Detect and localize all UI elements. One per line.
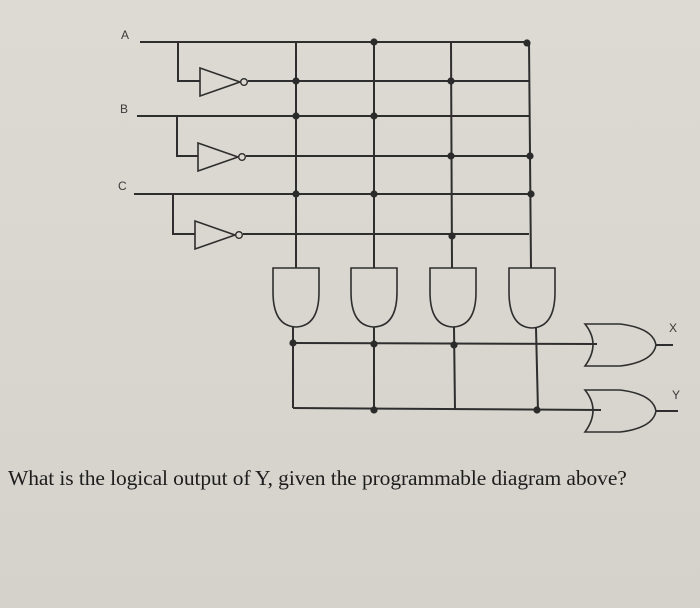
inverter-bubble-icon bbox=[239, 77, 248, 86]
inverter-feed-a bbox=[177, 42, 200, 82]
output-label-y: Y bbox=[672, 388, 681, 402]
inverter-bubble-icon bbox=[237, 152, 246, 161]
connection-dot-icon bbox=[533, 406, 541, 414]
and-gate-p1 bbox=[272, 267, 320, 328]
and-gate-p2 bbox=[350, 267, 398, 328]
connection-dot-icon bbox=[523, 39, 531, 47]
and-gate-p3 bbox=[429, 267, 477, 328]
and-plane-connections bbox=[292, 38, 535, 240]
or-gate-y bbox=[583, 389, 678, 433]
connection-dot-icon bbox=[289, 339, 297, 347]
pla-diagram bbox=[134, 38, 678, 433]
connection-dot-icon bbox=[292, 190, 300, 198]
inverter-a bbox=[199, 66, 248, 98]
connection-dot-icon bbox=[526, 152, 534, 160]
question-text: What is the logical output of Y, given t… bbox=[8, 466, 627, 490]
connection-dot-icon bbox=[370, 112, 378, 120]
connection-dot-icon bbox=[370, 340, 378, 348]
input-label-a: A bbox=[121, 28, 130, 42]
and-gate-p4 bbox=[508, 267, 556, 329]
output-label-x: X bbox=[669, 321, 678, 335]
inverter-feed-b bbox=[176, 116, 198, 157]
connection-dot-icon bbox=[292, 112, 300, 120]
inverter-c bbox=[194, 219, 243, 251]
connection-dot-icon bbox=[527, 190, 535, 198]
or-gate-x bbox=[583, 323, 673, 367]
connection-dot-icon bbox=[292, 77, 300, 85]
input-label-c: C bbox=[118, 179, 127, 193]
or-plane bbox=[289, 326, 602, 414]
inverter-bubble-icon bbox=[234, 230, 243, 239]
inverter-b bbox=[197, 141, 246, 173]
and-output-p3 bbox=[453, 326, 456, 411]
input-label-b: B bbox=[120, 102, 129, 116]
or-bus-y bbox=[292, 407, 602, 411]
connection-dot-icon bbox=[370, 406, 378, 414]
and-gates bbox=[272, 267, 556, 329]
input-lines bbox=[134, 41, 529, 235]
connection-dot-icon bbox=[448, 232, 456, 240]
connection-dot-icon bbox=[447, 77, 455, 85]
connection-dot-icon bbox=[450, 341, 458, 349]
and-output-p4 bbox=[535, 327, 539, 412]
inverter-feed-c bbox=[172, 194, 195, 235]
connection-dot-icon bbox=[447, 152, 455, 160]
connection-dot-icon bbox=[370, 190, 378, 198]
connection-dot-icon bbox=[370, 38, 378, 46]
or-bus-x bbox=[292, 342, 598, 345]
